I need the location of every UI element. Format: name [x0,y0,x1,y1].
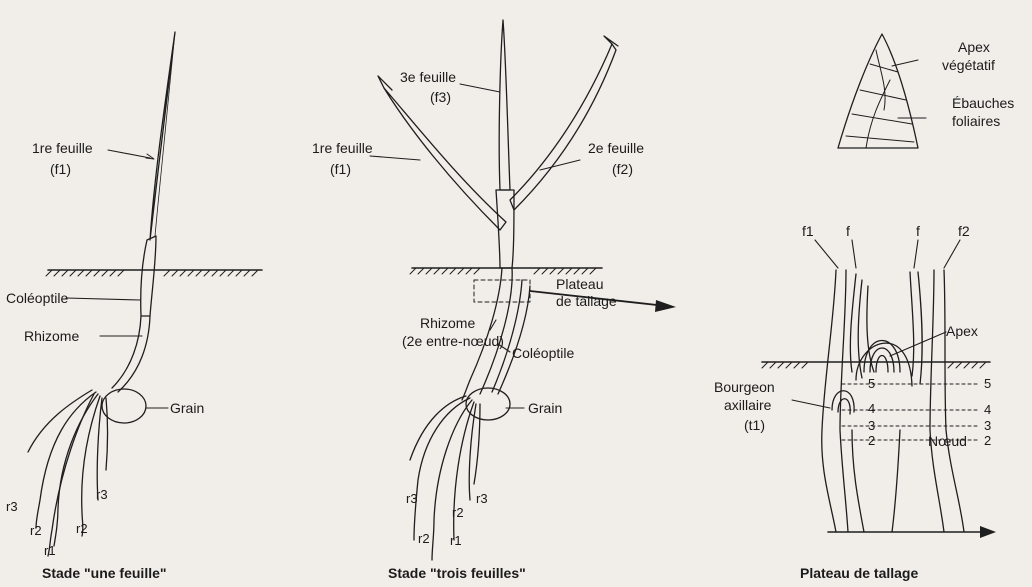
panel2-leaf3-code: (f3) [430,90,451,104]
pointer-coleoptile [66,298,140,300]
panel1-root-r1: r1 [44,544,56,557]
panel2-grain-label: Grain [528,401,562,415]
pointer-leaf2 [540,160,580,170]
panel3-bourgeon-1: Bourgeon [714,380,775,394]
panel3-node-2-right: 2 [984,434,991,447]
panel3-node-4-left: 4 [868,402,875,415]
panel3-tag-f-a: f [846,224,850,238]
panel2-root-r1: r1 [450,534,462,547]
panel1-pointers [66,150,168,408]
panel2-root-r2-left: r2 [418,532,430,545]
panel1-leaf-blade [150,32,175,240]
panel1-root-r2-right: r2 [76,522,88,535]
panel3-plateau-section [762,240,996,538]
panel2-leaf1-code: (f1) [330,162,351,176]
panel2-leaf2-code: (f2) [612,162,633,176]
panel1-root-r2-left: r2 [30,524,42,537]
panel2-root-r2-right: r2 [452,506,464,519]
pointer-leaf3 [460,84,500,92]
panel2-root-r3-left: r3 [406,492,418,505]
panel2-leaf2 [510,44,616,210]
panel1-leaf-vein [155,32,175,236]
panel1-rhizome [112,316,150,392]
panel3-ebauches-1: Ébauches [952,96,1014,110]
panel1-coleoptile [141,236,156,316]
panel1-caption: Stade "une feuille" [42,566,167,580]
panel2-rhizome-label: Rhizome [420,316,475,330]
arrowhead-leaf1 [146,154,154,159]
panel2-plateau-label: Plateau [556,277,603,291]
panel3-tag-f-b: f [916,224,920,238]
pointer-leaf1 [108,150,150,158]
panel3-bourgeon-3: (t1) [744,418,765,432]
panel3-apex-cone [838,34,926,148]
panel1-grain-label: Grain [170,401,204,415]
panel1-coleoptile-label: Coléoptile [6,291,68,305]
panel2-rhizome-b [480,268,512,394]
panel3-apex-vegetatif-2: végétatif [942,58,995,72]
panel2-caption: Stade "trois feuilles" [388,566,526,580]
panel3-node-5-left: 5 [868,377,875,390]
panel3-node-3-left: 3 [868,419,875,432]
panel1-grain [102,389,146,423]
panel3-tag-f1: f1 [802,224,814,238]
panel2-leaf3-label: 3e feuille [400,70,456,84]
panel3-node-4-right: 4 [984,403,991,416]
panel1-rhizome-label: Rhizome [24,329,79,343]
panel2-leaf1-label: 1re feuille [312,141,373,155]
panel2-root-r3-right: r3 [476,492,488,505]
panel2-plateau-label-2: de tallage [556,294,617,308]
panel3-node-5-right: 5 [984,377,991,390]
panel3-noeud-label: Nœud [928,434,967,448]
panel1-root-r3-right: r3 [96,488,108,501]
panel3-caption: Plateau de tallage [800,566,918,580]
panel1-leaf-code: (f1) [50,162,71,176]
pointer-apex-vegetatif [892,60,918,66]
panel2-rhizome-sublabel: (2e entre-nœud) [402,334,504,348]
panel2-leaf3 [499,20,510,190]
panel2-leaf2-label: 2e feuille [588,141,644,155]
panel2-leaf1-tip [378,76,392,90]
panel3-node-2-left: 2 [868,434,875,447]
panel2-coleoptile-label: Coléoptile [512,346,574,360]
panel2-ground-hatch [410,268,596,274]
pointer-leaf1-p2 [370,156,420,160]
panel3-apex-label: Apex [946,324,978,338]
panel3-tag-f2: f2 [958,224,970,238]
panel3-ebauches-2: foliaires [952,114,1000,128]
panel2-leaf2-tip [604,36,618,46]
panel1-root-r3-left: r3 [6,500,18,513]
panel3-bourgeon-2: axillaire [724,398,771,412]
panel3-apex-vegetatif-1: Apex [958,40,990,54]
panel3-node-3-right: 3 [984,419,991,432]
panel1-leaf-label: 1re feuille [32,141,93,155]
panel1-ground-hatch [46,270,258,276]
